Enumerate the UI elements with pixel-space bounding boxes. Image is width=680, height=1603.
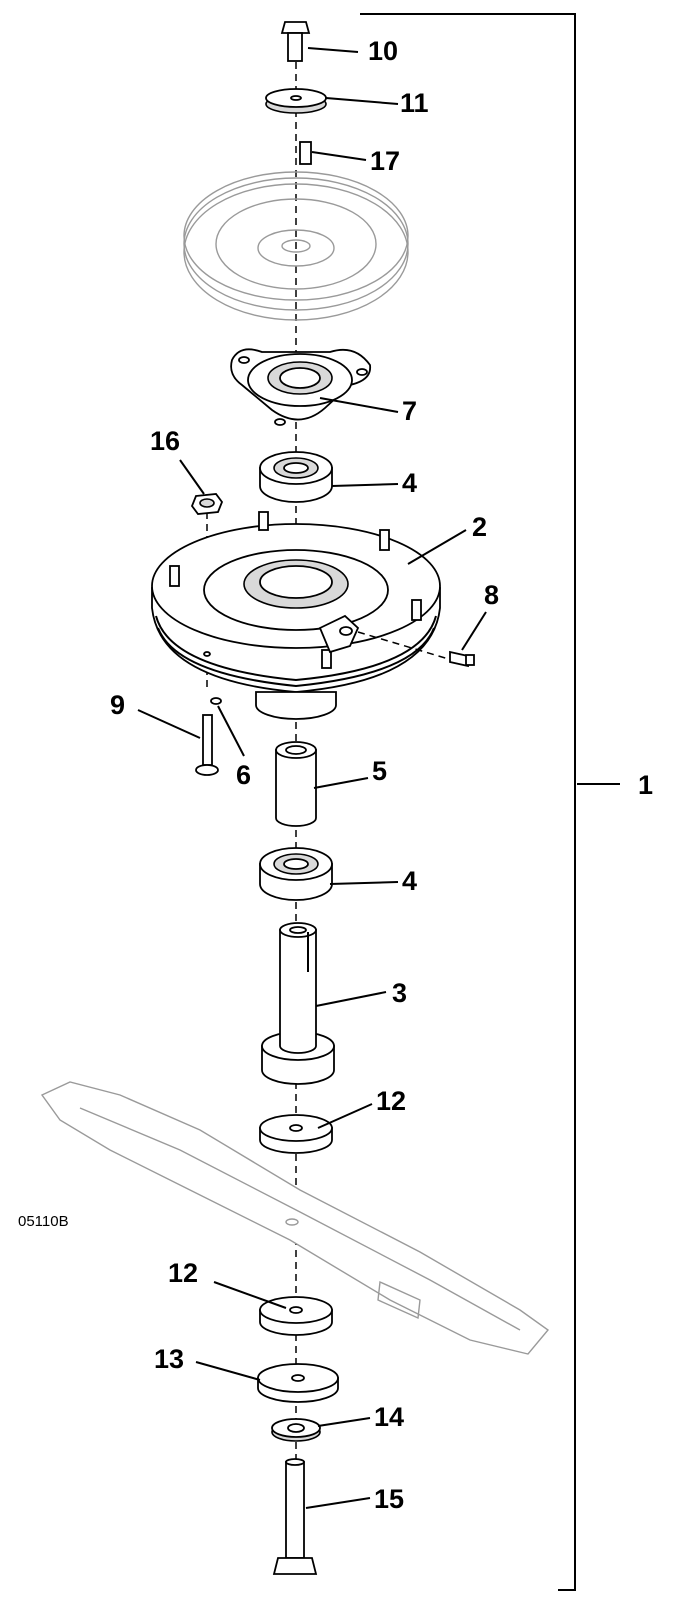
bottom-bolt	[272, 1458, 318, 1575]
small-washer	[271, 1418, 321, 1442]
leader-lines	[137, 47, 487, 1509]
top-washer	[265, 88, 327, 114]
housing-bolt	[195, 714, 219, 776]
callout-1: 1	[638, 770, 653, 800]
callout-12-upper: 12	[376, 1086, 406, 1116]
grease-fitting	[357, 631, 475, 668]
callout-6: 6	[236, 760, 251, 790]
callout-4-upper: 4	[402, 468, 417, 498]
assembly-bracket	[360, 13, 620, 1591]
callout-2: 2	[472, 512, 487, 542]
callout-5: 5	[372, 756, 387, 786]
callout-3: 3	[392, 978, 407, 1008]
callout-9: 9	[110, 690, 125, 720]
pulley-ghost	[183, 171, 409, 321]
callout-13: 13	[154, 1344, 184, 1374]
bearing-cap	[230, 348, 372, 426]
shaft-key	[299, 141, 312, 165]
spindle-housing	[151, 511, 441, 720]
upper-bearing	[259, 451, 333, 503]
callout-11: 11	[400, 88, 429, 118]
lower-bearing	[259, 847, 333, 901]
spacer-tube	[275, 741, 317, 827]
spindle-shaft	[261, 922, 335, 1085]
figure-code: 05110B	[18, 1213, 69, 1230]
callout-17: 17	[370, 146, 400, 176]
top-bolt	[280, 21, 311, 62]
callout-10: 10	[368, 36, 398, 66]
callout-12-lower: 12	[168, 1258, 198, 1288]
callout-16: 16	[150, 426, 180, 456]
lower-blade-washer	[259, 1296, 333, 1336]
callout-14: 14	[374, 1402, 404, 1432]
cupped-washer	[257, 1363, 339, 1403]
mower-blade-ghost	[40, 1081, 550, 1355]
callout-7: 7	[402, 396, 417, 426]
callout-8: 8	[484, 580, 499, 610]
callout-15: 15	[374, 1484, 404, 1514]
upper-blade-washer	[259, 1114, 333, 1154]
callout-4-lower: 4	[402, 866, 417, 896]
lock-washer	[210, 697, 222, 705]
hex-nut	[190, 493, 224, 515]
